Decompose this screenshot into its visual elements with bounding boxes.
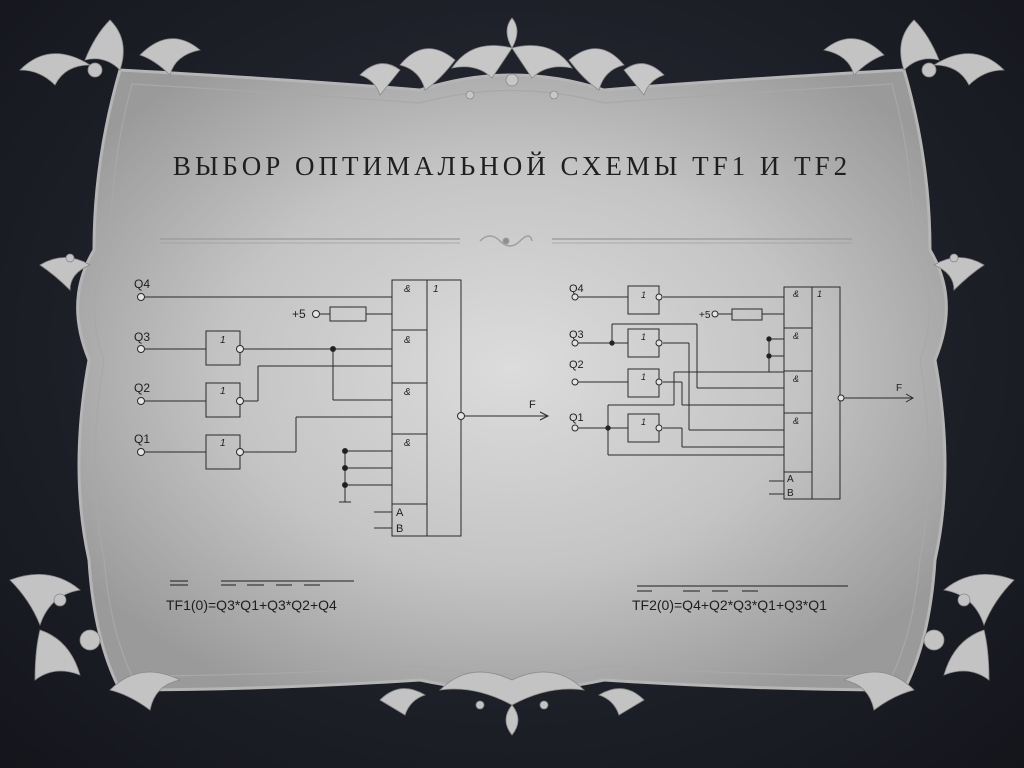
right-output-label: F: [896, 383, 902, 394]
top-right-corner-ornament: [823, 19, 1005, 86]
title-divider: [160, 235, 852, 247]
tf1-formula: TF1(0)=Q3*Q1+Q3*Q2+Q4: [166, 597, 337, 613]
formula-overbars: [170, 580, 848, 592]
left-addr-b-label: B: [396, 523, 403, 535]
left-or-label: 1: [433, 284, 439, 295]
right-addr-a-label: A: [787, 474, 794, 485]
top-left-corner-ornament: [19, 19, 201, 86]
bottom-left-corner-ornament: [9, 574, 182, 711]
right-circuit: [578, 285, 915, 500]
left-and2-label: &: [404, 335, 411, 346]
left-and1-label: &: [404, 284, 411, 295]
left-addr-a-label: A: [396, 507, 404, 519]
left-inv2-label: 1: [220, 386, 226, 397]
left-and4-label: &: [404, 438, 411, 449]
right-q3-label: Q3: [569, 329, 584, 341]
left-side-ornament: [39, 253, 91, 291]
left-q3-label: Q3: [134, 330, 150, 344]
left-q1-label: Q1: [134, 432, 150, 446]
right-q1-label: Q1: [569, 412, 584, 424]
top-crest-ornament: [359, 17, 665, 100]
right-and4-label: &: [793, 416, 799, 426]
left-q4-label: Q4: [134, 277, 150, 291]
left-q2-label: Q2: [134, 381, 150, 395]
left-circuit: [145, 279, 550, 537]
right-or-label: 1: [817, 289, 822, 299]
right-inv4-label: 1: [641, 417, 646, 427]
left-output-label: F: [529, 399, 536, 411]
right-addr-b-label: B: [787, 488, 794, 499]
right-power-label: +5: [699, 310, 711, 321]
slide-title: ВЫБОР ОПТИМАЛЬНОЙ СХЕМЫ TF1 И TF2: [172, 151, 852, 181]
right-inv1-label: 1: [641, 290, 646, 300]
left-inv1-label: 1: [220, 335, 226, 346]
left-and3-label: &: [404, 387, 411, 398]
right-inv2-label: 1: [641, 332, 646, 342]
bottom-right-corner-ornament: [842, 574, 1015, 711]
right-inv3-label: 1: [641, 372, 646, 382]
left-power-label: +5: [292, 307, 306, 321]
right-and1-label: &: [793, 289, 799, 299]
right-and3-label: &: [793, 374, 799, 384]
tf2-formula: TF2(0)=Q4+Q2*Q3*Q1+Q3*Q1: [632, 597, 827, 613]
bottom-center-ornament: [379, 671, 645, 736]
right-q4-label: Q4: [569, 283, 584, 295]
left-inv3-label: 1: [220, 438, 226, 449]
right-and2-label: &: [793, 331, 799, 341]
right-q2-label: Q2: [569, 359, 584, 371]
right-side-ornament: [933, 253, 985, 291]
